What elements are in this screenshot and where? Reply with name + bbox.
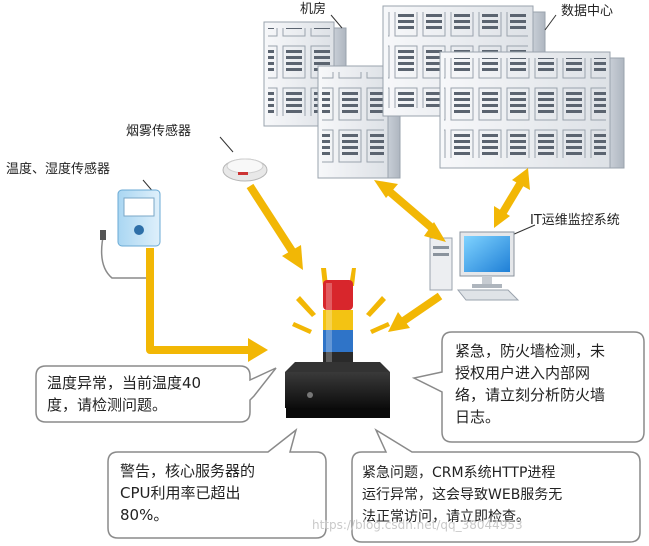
- watermark: https://blog.csdn.net/qq_38044953: [312, 518, 523, 532]
- server-rack-icon: [439, 51, 625, 169]
- bubble-cpu-text: 警告，核心服务器的 CPU利用率已超出 80%。: [120, 462, 256, 524]
- data-center-servers: [382, 5, 625, 169]
- temp-humidity-sensor-label: 温度、湿度传感器: [6, 162, 111, 177]
- smoke-sensor-label: 烟雾传感器: [126, 124, 192, 139]
- bubble-crm-text: 紧急问题，CRM系统HTTP进程 运行异常，这会导致WEB服务无 法正常访问，请…: [362, 465, 563, 525]
- machine-room-servers: [263, 21, 401, 179]
- bubble-firewall-text: 紧急，防火墙检测，未 授权用户进入内部网 络，请立刻分析防火墙 日志。: [455, 342, 606, 426]
- alarm-tower-icon: [285, 268, 390, 418]
- bubble-firewall: [411, 331, 645, 443]
- machine-room-label: 机房: [300, 2, 327, 17]
- bubble-cpu: [107, 428, 327, 539]
- alarm-rays: [292, 268, 390, 334]
- monitoring-computer-icon: [429, 231, 520, 301]
- it-monitor-system-label: IT运维监控系统: [530, 213, 620, 228]
- bubble-temperature: [35, 365, 277, 423]
- flow-arrows: [146, 168, 530, 362]
- server-rack-icon: [317, 65, 401, 179]
- bubble-temperature-text: 温度异常，当前温度40 度，请检测问题。: [47, 374, 202, 414]
- bubble-crm: [351, 428, 641, 543]
- temp-humidity-sensor-icon: [100, 189, 161, 279]
- data-center-label: 数据中心: [561, 4, 614, 19]
- smoke-sensor-icon: [222, 158, 268, 182]
